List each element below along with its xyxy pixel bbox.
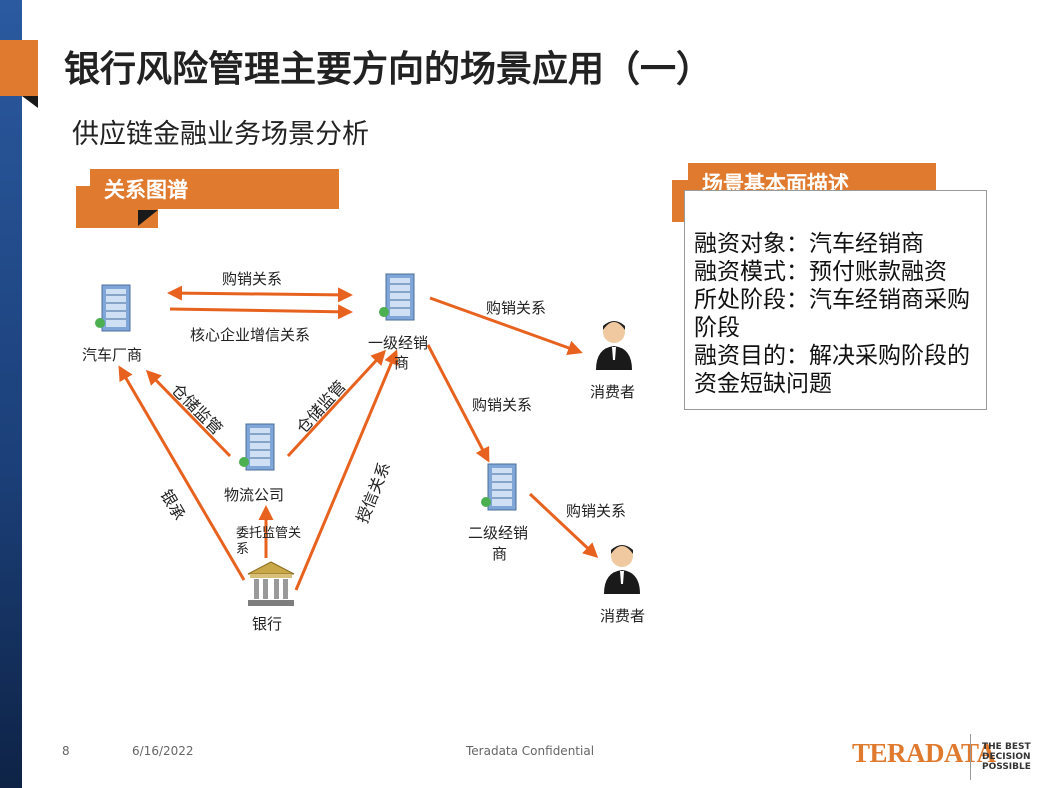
section-relationship-header: 关系图谱 xyxy=(90,169,339,209)
building-icon xyxy=(481,463,517,511)
title-accent-fold xyxy=(22,96,38,108)
bank-icon xyxy=(247,561,295,606)
arrow-warehouse-right xyxy=(286,349,387,458)
description-line-3: 所处阶段：汽车经销商采购 xyxy=(694,287,970,313)
edge-purchase-top: 购销关系 xyxy=(222,270,283,288)
person-icon xyxy=(604,545,640,594)
arrow-bank-accept xyxy=(118,365,246,581)
teradata-logo: TERADATA xyxy=(852,738,996,768)
edge-entrust-line1: 委托监管关 xyxy=(236,526,302,541)
tagline-line-2: DECISION xyxy=(982,752,1031,762)
edge-entrust-line2: 系 xyxy=(236,542,250,557)
edge-purchase-consumer1: 购销关系 xyxy=(486,299,547,317)
arrow-to-dealer2 xyxy=(426,344,490,463)
tagline-line-3: POSSIBLE xyxy=(982,762,1031,772)
description-line-1: 融资对象：汽车经销商 xyxy=(694,231,924,257)
section-relationship-shadow xyxy=(138,210,158,226)
slide-subtitle: 供应链金融业务场景分析 xyxy=(72,119,369,150)
arrow-credit-grant xyxy=(294,349,399,591)
edge-purchase-consumer2: 购销关系 xyxy=(566,502,627,520)
description-box xyxy=(684,190,987,410)
footer-page-number: 8 xyxy=(62,744,70,758)
slide-title: 银行风险管理主要方向的场景应用（一） xyxy=(64,49,713,90)
footer-confidential: Teradata Confidential xyxy=(466,744,595,758)
node-consumer2: 消费者 xyxy=(600,607,646,625)
node-dealer1-line1: 一级经销 xyxy=(368,334,429,352)
logo-tagline: THE BEST DECISION POSSIBLE xyxy=(982,742,1031,772)
node-consumer1: 消费者 xyxy=(590,383,636,401)
left-accent-bar xyxy=(0,0,22,788)
arrow-purchase-top xyxy=(167,285,353,303)
title-accent-tab xyxy=(0,40,38,96)
node-logistics: 物流公司 xyxy=(224,486,285,504)
node-dealer1-line2: 商 xyxy=(394,354,410,372)
arrow-to-consumer2 xyxy=(528,492,599,559)
description-line-2: 融资模式：预付账款融资 xyxy=(694,259,947,285)
person-icon xyxy=(596,321,632,370)
description-line-6: 资金短缺问题 xyxy=(694,371,832,397)
description-line-4: 阶段 xyxy=(694,315,740,341)
arrow-to-consumer1 xyxy=(429,296,583,355)
edge-purchase-dealer2: 购销关系 xyxy=(472,396,533,414)
tagline-line-1: THE BEST xyxy=(982,742,1031,752)
arrow-warehouse-left xyxy=(145,369,232,458)
node-dealer2-line2: 商 xyxy=(492,545,508,563)
description-line-5: 融资目的：解决采购阶段的 xyxy=(694,343,970,369)
edge-core-credit: 核心企业增信关系 xyxy=(190,326,311,344)
node-bank: 银行 xyxy=(252,615,283,633)
footer-date: 6/16/2022 xyxy=(132,744,194,758)
node-car-maker: 汽车厂商 xyxy=(82,346,143,364)
building-icon xyxy=(95,284,131,332)
logo-divider xyxy=(970,734,971,780)
building-icon xyxy=(379,273,415,321)
node-dealer2-line1: 二级经销 xyxy=(468,524,529,542)
building-icon xyxy=(239,423,275,471)
arrow-core-credit xyxy=(169,304,353,320)
